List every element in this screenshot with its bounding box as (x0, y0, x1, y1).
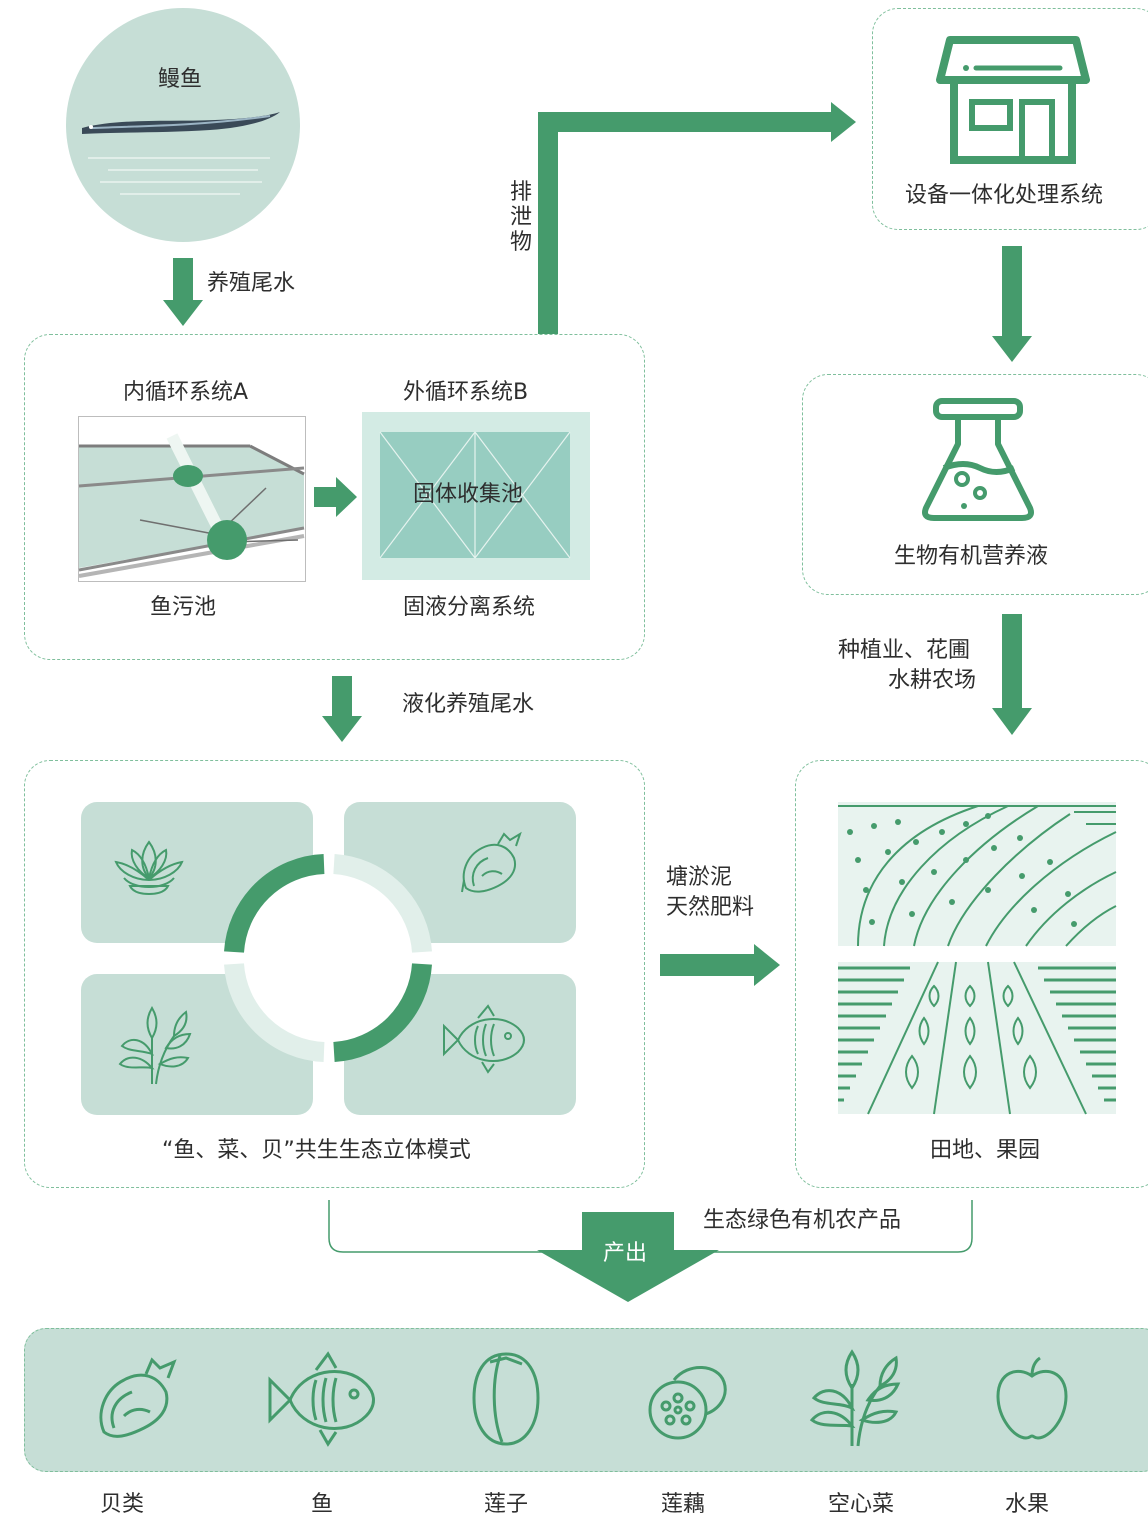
product-label-fruit: 水果 (1005, 1492, 1050, 1517)
equipment-panel (872, 8, 1148, 230)
arrow-equipment-down (992, 246, 1032, 362)
eco-products-label: 生态绿色有机农产品 (703, 1208, 902, 1233)
product-lotus-root-icon (648, 1366, 727, 1440)
equipment-label: 设备一体化处理系统 (905, 183, 1104, 208)
fields-panel (795, 760, 1148, 1188)
arrow-excrement (538, 102, 856, 334)
field-bottom-illustration (838, 961, 1116, 1115)
fish-pond-label: 鱼污池 (150, 595, 217, 620)
nutrient-label: 生物有机营养液 (894, 544, 1049, 569)
lotus-icon (114, 840, 184, 896)
separation-label: 固液分离系统 (403, 595, 536, 620)
symbiosis-caption: “鱼、菜、贝”共生生态立体模式 (162, 1138, 471, 1163)
field-top-illustration (838, 802, 1117, 947)
product-label-fish: 鱼 (311, 1492, 334, 1517)
products-band (24, 1328, 1148, 1472)
solid-pool-illustration (362, 412, 590, 580)
arrow-planting-down (992, 614, 1032, 735)
inner-system-title: 内循环系统A (123, 380, 249, 405)
fish-icon (443, 1004, 525, 1074)
house-icon (936, 36, 1090, 164)
product-label-lotus-seed: 莲子 (484, 1492, 529, 1517)
fields-label: 田地、果园 (930, 1138, 1041, 1163)
product-lotus-seed-icon (472, 1352, 540, 1446)
vegetable-icon (118, 1006, 192, 1085)
arrow-output (537, 1212, 719, 1302)
arrow-liquefied (322, 676, 362, 742)
product-water-spinach-icon (809, 1349, 901, 1447)
shell-icon (461, 831, 522, 893)
excrement-label: 排泄物 (509, 180, 532, 255)
symbiosis-panel (24, 760, 645, 1188)
sludge-label-2: 天然肥料 (666, 895, 755, 920)
product-label-shell: 贝类 (100, 1492, 145, 1517)
sludge-label-1: 塘淤泥 (666, 865, 733, 890)
planting-label-2: 水耕农场 (888, 668, 977, 693)
arrow-sludge (660, 944, 780, 986)
product-fish-icon (268, 1351, 375, 1447)
liquefied-water-label: 液化养殖尾水 (402, 692, 535, 717)
planting-label-1: 种植业、花圃 (838, 638, 971, 663)
solid-pool-label: 固体收集池 (413, 482, 524, 507)
eel-label: 鳗鱼 (158, 67, 203, 92)
nutrient-panel (802, 374, 1148, 595)
product-label-water-spinach: 空心菜 (828, 1492, 895, 1517)
product-label-lotus-root: 莲藕 (661, 1492, 706, 1517)
flask-icon (922, 398, 1034, 521)
tail-water-label: 养殖尾水 (207, 271, 296, 296)
product-shell-icon (99, 1357, 177, 1438)
output-label: 产出 (603, 1241, 648, 1266)
circulation-panel (24, 334, 645, 660)
fish-pond-illustration (78, 416, 306, 582)
arrow-separation (314, 477, 357, 517)
product-apple-icon (996, 1356, 1068, 1440)
arrow-tail-water (163, 258, 203, 326)
outer-system-title: 外循环系统B (403, 380, 529, 405)
